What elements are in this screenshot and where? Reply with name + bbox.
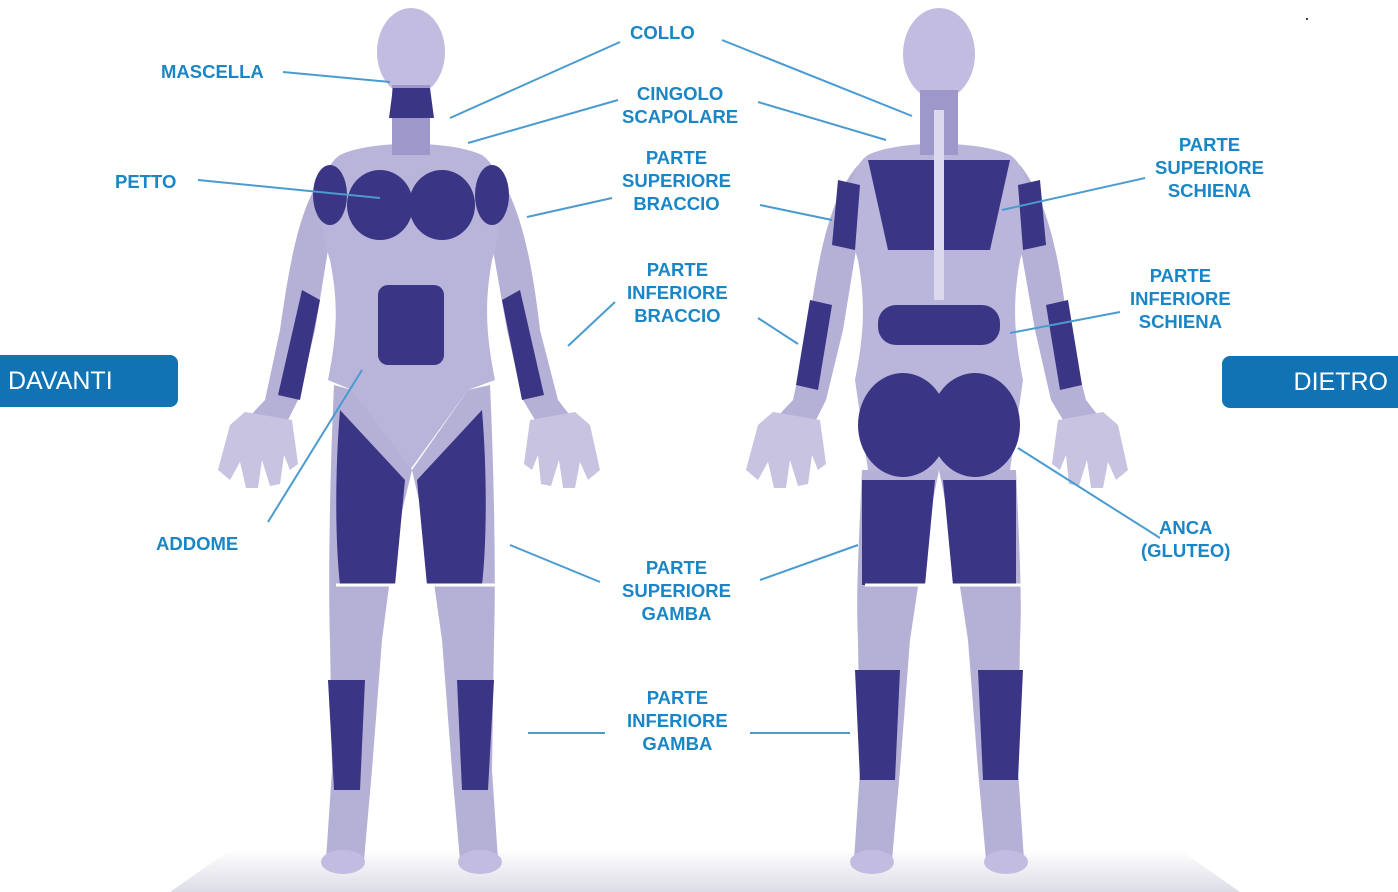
leader-sup-gamba-front [510, 545, 600, 582]
leader-collo-back [722, 40, 912, 116]
label-anca: ANCA (GLUTEO) [1141, 516, 1230, 562]
label-sup-schiena: PARTE SUPERIORE SCHIENA [1155, 133, 1264, 202]
label-addome: ADDOME [156, 532, 238, 555]
label-collo: COLLO [630, 21, 695, 44]
label-inf-braccio: PARTE INFERIORE BRACCIO [627, 258, 728, 327]
leader-inf-braccio-back [758, 318, 798, 344]
label-inf-schiena: PARTE INFERIORE SCHIENA [1130, 264, 1231, 333]
stray-dot [1306, 18, 1308, 20]
label-mascella: MASCELLA [161, 60, 264, 83]
leader-cingolo-back [758, 102, 886, 140]
leader-sup-braccio-front [527, 198, 612, 217]
leader-sup-braccio-back [760, 205, 832, 220]
label-petto: PETTO [115, 170, 176, 193]
front-view-tab: DAVANTI [0, 355, 178, 407]
leader-mascella [283, 72, 390, 82]
front-figure [218, 8, 600, 874]
leader-sup-gamba-back [760, 545, 858, 580]
label-sup-braccio: PARTE SUPERIORE BRACCIO [622, 146, 731, 215]
label-cingolo: CINGOLO SCAPOLARE [622, 82, 738, 128]
leader-inf-braccio-front [568, 302, 615, 346]
back-view-tab: DIETRO [1222, 356, 1398, 408]
label-inf-gamba: PARTE INFERIORE GAMBA [627, 686, 728, 755]
leader-cingolo-front [468, 100, 618, 143]
back-figure [746, 8, 1128, 874]
label-sup-gamba: PARTE SUPERIORE GAMBA [622, 556, 731, 625]
